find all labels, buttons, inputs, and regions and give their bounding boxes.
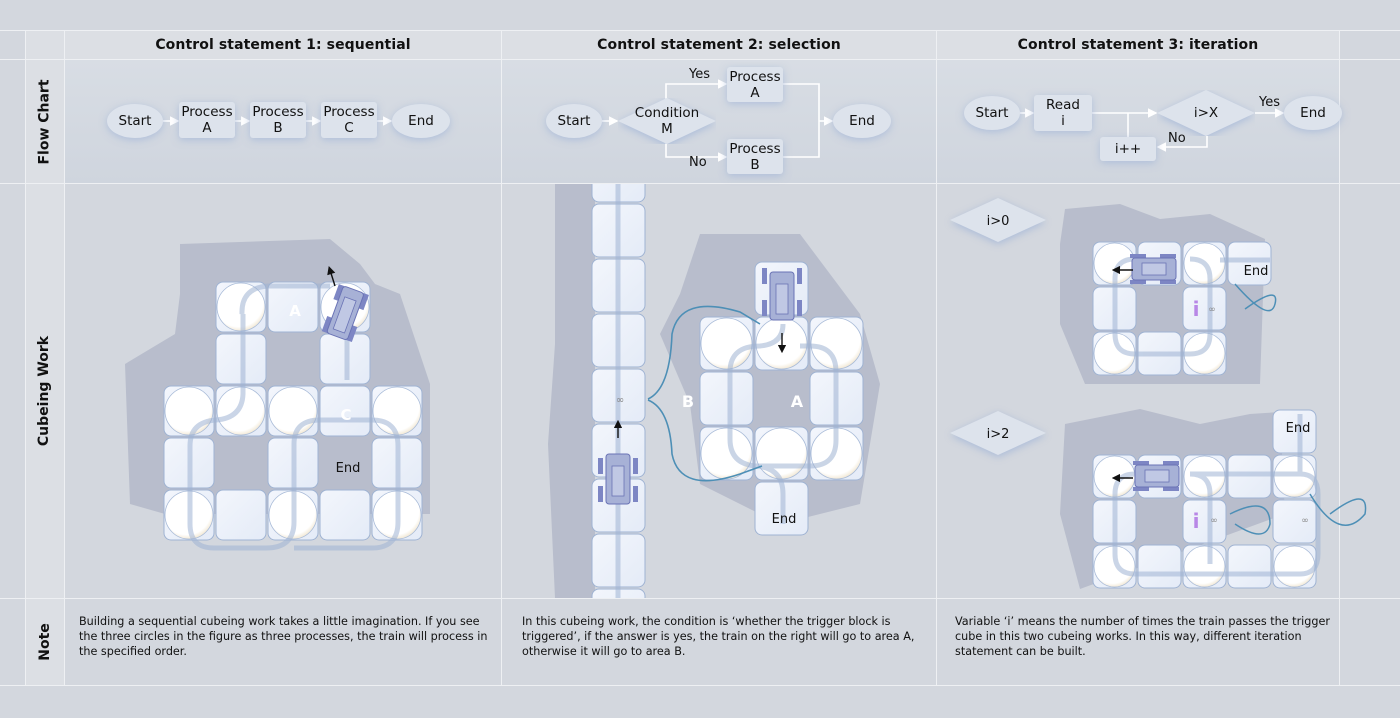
flow3-connectors xyxy=(1020,108,1285,152)
track-cube xyxy=(267,281,319,333)
track-cube xyxy=(1227,544,1272,589)
note-selection: In this cubeing work, the condition is ‘… xyxy=(522,615,915,658)
ball-icon xyxy=(164,386,214,436)
flow3-increment: i++ xyxy=(1100,137,1156,161)
flow1-process-a: Process A xyxy=(179,102,235,138)
iter2-trigger-icon-2: ∞ xyxy=(1301,516,1309,526)
flow3-read-i: Read i xyxy=(1034,95,1092,131)
sel-label-a: A xyxy=(791,392,804,411)
iter-cond2-diamond: i>2 xyxy=(950,411,1046,455)
flow1-process-b: Process B xyxy=(250,102,306,138)
seq-end-label: End xyxy=(336,461,361,476)
row-label-note: Note xyxy=(36,623,53,661)
flow3-yes-label: Yes xyxy=(1259,95,1280,110)
track-cube xyxy=(699,371,754,426)
seq-label-a: A xyxy=(289,302,301,320)
iter1-wire xyxy=(1234,283,1277,312)
track-cube xyxy=(1137,544,1182,589)
ball-icon xyxy=(700,317,753,370)
seq-direction-arrow xyxy=(327,265,336,287)
column-title: Control statement 3: iteration xyxy=(1017,37,1259,53)
iter2-variable-i: i xyxy=(1193,509,1200,533)
sel-trigger-icon: ∞ xyxy=(616,395,624,406)
note-iteration: Variable ‘i’ means the number of times t… xyxy=(955,615,1330,658)
column-title: Control statement 1: sequential xyxy=(155,37,411,53)
flow2-process-a: Process A xyxy=(727,67,783,102)
ball-icon xyxy=(700,427,753,480)
column-header-sequential: Control statement 1: sequential xyxy=(65,31,501,59)
flow-arrows xyxy=(163,79,1285,162)
track-cube xyxy=(1182,286,1227,331)
flow2-condition-label: Condition M xyxy=(634,105,700,137)
iter2-trigger-icon: ∞ xyxy=(1210,516,1218,526)
row-label-column xyxy=(25,30,64,686)
iter2-wire-a xyxy=(1229,505,1271,535)
seq-track xyxy=(187,283,401,551)
iter2-end-label: End xyxy=(1286,421,1311,436)
iter1-trigger-icon: ∞ xyxy=(1208,305,1216,315)
seq-label-c: C xyxy=(340,406,351,424)
sel-train-left xyxy=(598,453,638,505)
flow2-connectors xyxy=(602,79,834,162)
flow1-end: End xyxy=(392,104,450,138)
track-cube xyxy=(319,385,371,437)
iter2-wire-b xyxy=(1309,493,1367,526)
track-cube xyxy=(1182,499,1227,544)
iter-cubeing-work: i>0 i>2 i ∞ i ∞ ∞ End End xyxy=(950,198,1367,589)
track-cube xyxy=(319,489,371,541)
flow3-no-label: No xyxy=(1168,131,1186,146)
iter-cond2-label: i>2 xyxy=(987,427,1010,442)
sel-wire-lower xyxy=(647,399,763,482)
flow1-start: Start xyxy=(107,104,163,138)
track-cube xyxy=(215,489,267,541)
ball-icon xyxy=(755,427,808,480)
iter1-variable-i: i xyxy=(1193,297,1200,321)
flow3-start: Start xyxy=(964,96,1020,130)
ball-icon xyxy=(268,386,318,436)
column-header-selection: Control statement 2: selection xyxy=(502,31,936,59)
flow3-end: End xyxy=(1284,96,1342,130)
ball-icon xyxy=(1183,545,1226,588)
track-cube xyxy=(1272,499,1317,544)
flow3-condition-label: i>X xyxy=(1193,105,1219,121)
cubeing-illustrations: A C End ∞ B A End xyxy=(125,184,1367,598)
iter1-train xyxy=(1130,254,1177,284)
seq-train xyxy=(321,284,369,343)
sel-label-b: B xyxy=(682,392,694,411)
ball-icon xyxy=(1273,545,1316,588)
column-header-iteration: Control statement 3: iteration xyxy=(937,31,1339,59)
flow2-yes-label: Yes xyxy=(689,67,710,82)
sel-track xyxy=(615,184,839,598)
iter-cond1-label: i>0 xyxy=(987,214,1010,229)
sel-end-label: End xyxy=(772,512,797,527)
note-sequential: Building a sequential cubeing work takes… xyxy=(79,615,488,658)
iter2-train xyxy=(1133,461,1180,491)
sel-wire-upper xyxy=(647,305,761,400)
ball-icon xyxy=(372,386,422,436)
track-cube xyxy=(1272,409,1317,454)
sel-train-right xyxy=(762,268,802,321)
flow2-process-b: Process B xyxy=(727,139,783,174)
track-cube xyxy=(1227,241,1272,286)
iter1-cube-grid xyxy=(1092,241,1272,376)
sel-cubeing-work: ∞ B A End xyxy=(548,184,880,598)
flow2-condition-diamond: Condition M xyxy=(618,98,716,144)
flow3-condition-diamond: i>X xyxy=(1157,90,1255,136)
iter-cond1-diamond: i>0 xyxy=(950,198,1046,242)
iter1-end-label: End xyxy=(1244,264,1269,279)
flow2-end: End xyxy=(833,104,891,138)
flow2-no-label: No xyxy=(689,155,707,170)
seq-cubeing-work: A C End xyxy=(125,239,430,551)
column-title: Control statement 2: selection xyxy=(597,37,841,53)
flow2-start: Start xyxy=(546,104,602,138)
flow1-process-c: Process C xyxy=(321,102,377,138)
